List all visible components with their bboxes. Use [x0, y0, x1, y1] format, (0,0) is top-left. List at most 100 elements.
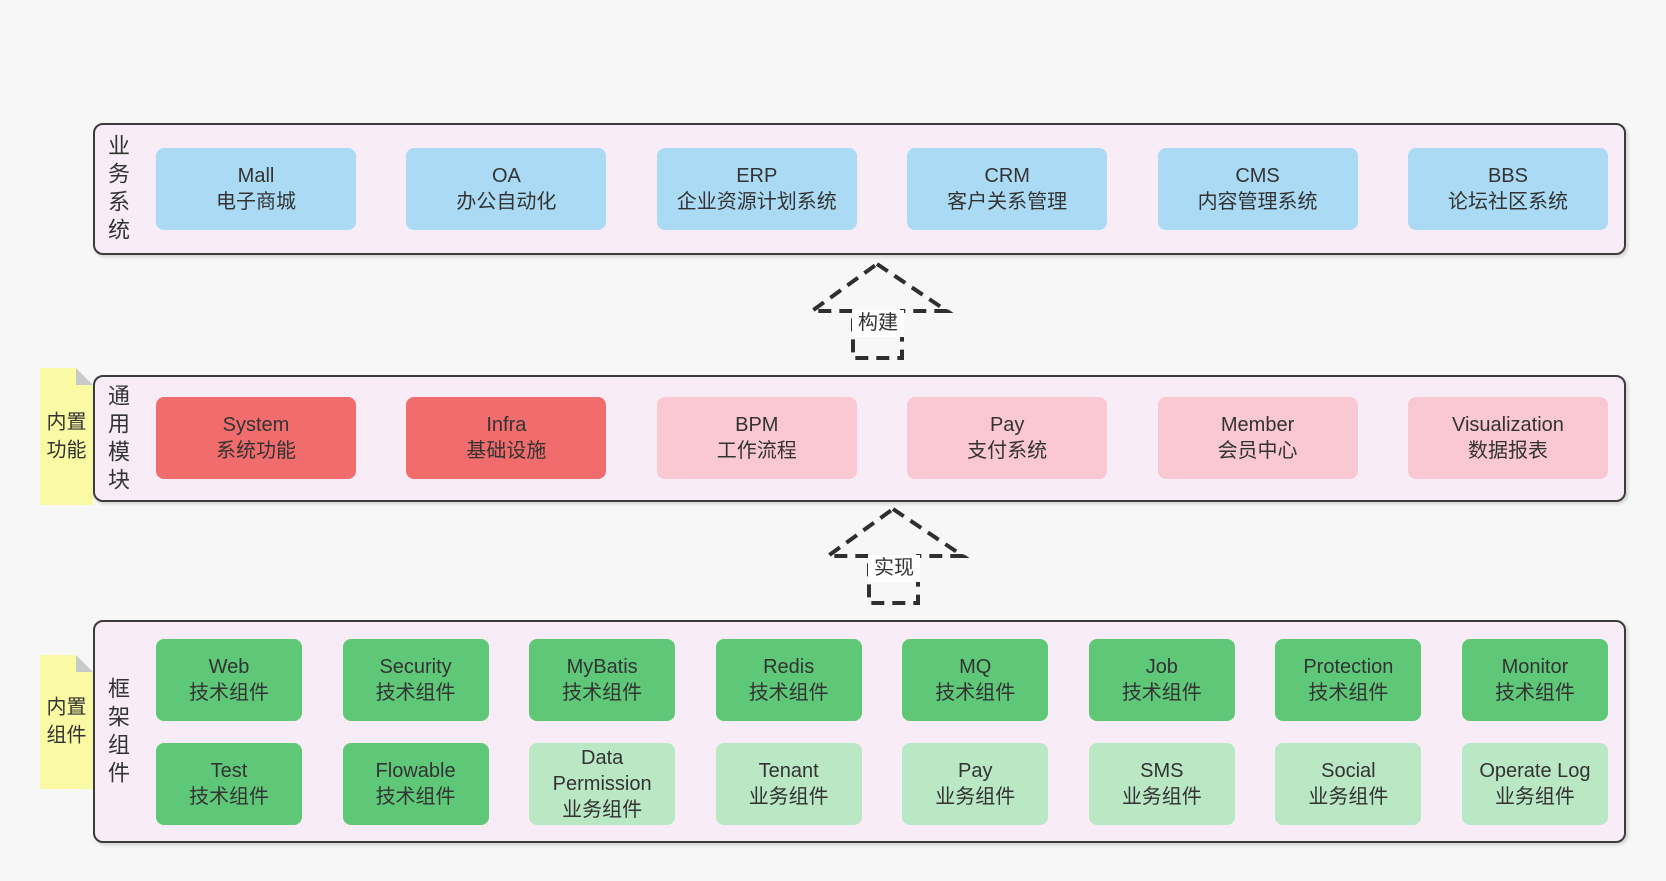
module-subtitle: 办公自动化 [456, 191, 557, 213]
module-subtitle: 技术组件 [1494, 682, 1575, 704]
module-box-job: Job 技术组件 [1088, 639, 1235, 721]
layer-label-common-modules: 通用模块 [107, 383, 130, 493]
module-subtitle: 业务组件 [1308, 786, 1389, 808]
module-box-cms: CMS 内容管理系统 [1157, 148, 1358, 230]
module-subtitle: 技术组件 [562, 682, 643, 704]
module-title: Tenant [758, 760, 819, 782]
module-subtitle: 技术组件 [189, 682, 269, 704]
module-title: Flowable [375, 760, 456, 782]
module-title: Visualization [1451, 414, 1564, 436]
module-title: Mall [237, 165, 275, 187]
sticky-note-built-in-features: 内置功能 [40, 368, 93, 505]
module-box-pay: Pay 业务组件 [902, 743, 1049, 825]
module-box-sms: SMS 业务组件 [1088, 743, 1235, 825]
layer-label-business-systems: 业务系统 [107, 133, 130, 244]
module-title: Data Permission [552, 747, 652, 795]
module-box-test: Test 技术组件 [156, 743, 302, 825]
sticky-note-built-in-components: 内置组件 [40, 655, 93, 789]
module-box-crm: CRM 客户关系管理 [907, 148, 1108, 230]
module-subtitle: 基础设施 [466, 440, 547, 462]
module-subtitle: 企业资源计划系统 [676, 191, 837, 213]
module-subtitle: 系统功能 [216, 440, 296, 462]
module-subtitle: 内容管理系统 [1197, 191, 1318, 213]
module-title: BBS [1487, 165, 1528, 187]
module-subtitle: 电子商城 [216, 191, 296, 213]
module-subtitle: 客户关系管理 [947, 191, 1068, 213]
module-title: Security [379, 656, 452, 678]
module-title: CRM [984, 165, 1030, 187]
module-title: Infra [486, 414, 527, 436]
module-subtitle: 会员中心 [1217, 440, 1298, 462]
module-title: Social [1321, 760, 1376, 782]
module-subtitle: 支付系统 [967, 440, 1048, 462]
module-subtitle: 技术组件 [1308, 682, 1389, 704]
module-box-pay: Pay 支付系统 [907, 397, 1108, 479]
module-title: Monitor [1501, 656, 1569, 678]
layer-label-framework-components: 框架组件 [107, 676, 130, 786]
module-box-data-permission: Data Permission 业务组件 [529, 743, 676, 825]
module-subtitle: 技术组件 [748, 682, 829, 704]
module-subtitle: 工作流程 [716, 440, 797, 462]
module-box-tenant: Tenant 业务组件 [715, 743, 862, 825]
module-box-bbs: BBS 论坛社区系统 [1407, 148, 1608, 230]
module-subtitle: 业务组件 [1121, 786, 1202, 808]
module-subtitle: 业务组件 [1494, 786, 1575, 808]
module-box-web: Web 技术组件 [156, 639, 302, 721]
module-title: Pay [958, 760, 993, 782]
arrow-label-build: 构建 [852, 310, 904, 337]
module-box-infra: Infra 基础设施 [406, 397, 607, 479]
module-box-social: Social 业务组件 [1275, 743, 1422, 825]
module-box-visualization: Visualization 数据报表 [1407, 397, 1608, 479]
module-subtitle: 技术组件 [1121, 682, 1202, 704]
module-title: Pay [989, 414, 1025, 436]
module-box-security: Security 技术组件 [342, 639, 489, 721]
note-fold-corner-icon [76, 368, 93, 385]
module-title: Web [208, 656, 250, 678]
module-subtitle: 业务组件 [748, 786, 829, 808]
module-title: CMS [1235, 165, 1280, 187]
module-subtitle: 业务组件 [562, 799, 643, 821]
note-fold-corner-icon [76, 655, 93, 672]
sticky-note-text: 内置组件 [46, 696, 87, 747]
module-title: Redis [763, 656, 815, 678]
module-box-mall: Mall 电子商城 [156, 148, 356, 230]
module-subtitle: 技术组件 [375, 682, 456, 704]
module-title: MQ [959, 656, 992, 678]
module-box-flowable: Flowable 技术组件 [342, 743, 489, 825]
module-box-mybatis: MyBatis 技术组件 [529, 639, 676, 721]
module-subtitle: 数据报表 [1467, 440, 1548, 462]
module-subtitle: 业务组件 [935, 786, 1016, 808]
dashed-up-arrow-implement-icon [821, 506, 970, 605]
module-subtitle: 技术组件 [375, 786, 456, 808]
arrow-label-implement: 实现 [868, 555, 920, 582]
module-title: SMS [1140, 760, 1184, 782]
module-subtitle: 论坛社区系统 [1447, 191, 1568, 213]
module-title: System [222, 414, 290, 436]
module-title: Test [210, 760, 248, 782]
module-box-protection: Protection 技术组件 [1275, 639, 1422, 721]
module-title: Job [1145, 656, 1178, 678]
module-box-redis: Redis 技术组件 [715, 639, 862, 721]
module-subtitle: 技术组件 [189, 786, 269, 808]
module-box-system: System 系统功能 [156, 397, 356, 479]
sticky-note-text: 内置功能 [46, 411, 87, 462]
dashed-up-arrow-build-icon [805, 261, 954, 360]
module-title: Protection [1303, 656, 1394, 678]
module-title: MyBatis [566, 656, 638, 678]
module-box-monitor: Monitor 技术组件 [1461, 639, 1608, 721]
